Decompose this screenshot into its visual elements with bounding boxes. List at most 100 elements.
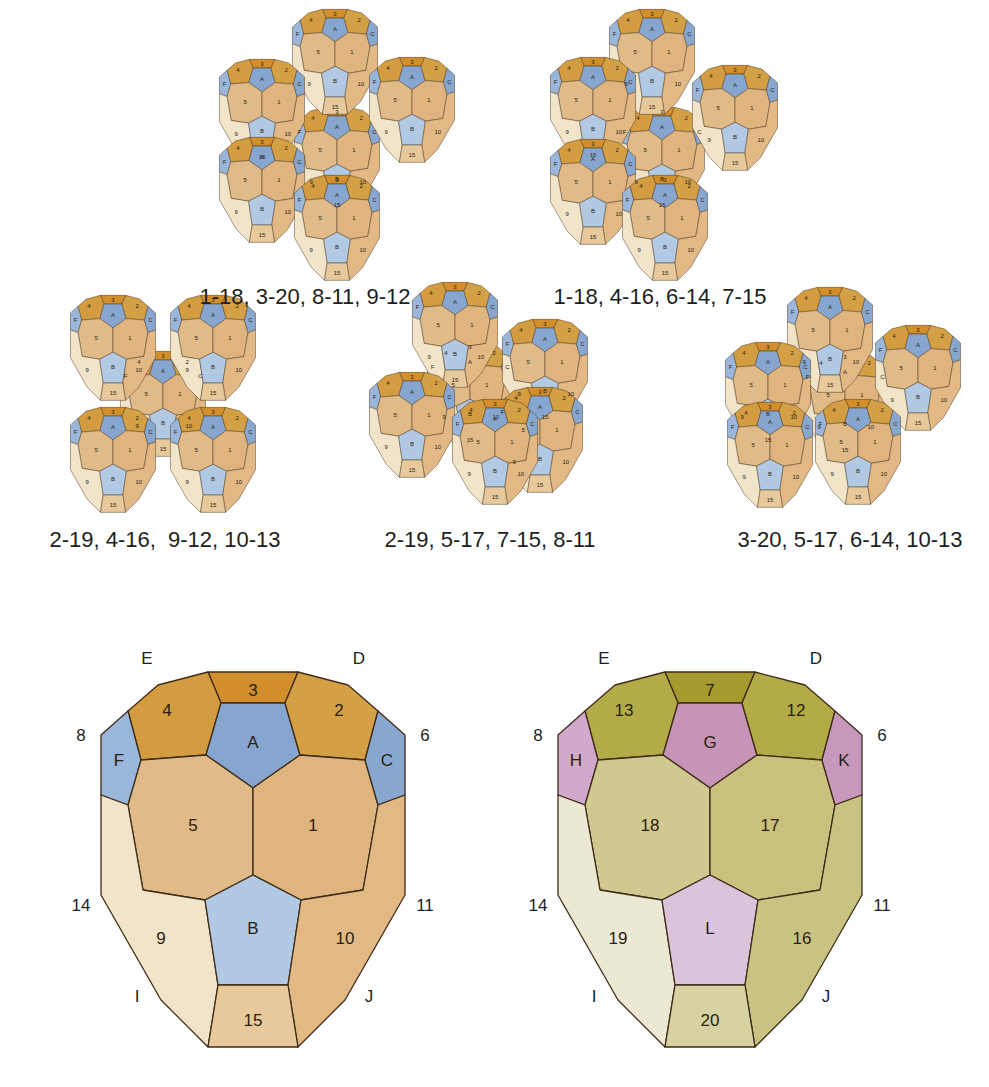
- vertex-label: 8: [533, 727, 542, 744]
- vertex-label: 11: [873, 897, 891, 914]
- mini-face-label: 5: [195, 335, 198, 341]
- mini-face: [735, 89, 770, 130]
- mini-face-label: B: [768, 471, 772, 477]
- mini-face-label: B: [335, 244, 339, 250]
- mini-face-label: F: [731, 424, 735, 430]
- mini-face: [576, 330, 587, 356]
- mini-face-label: F: [879, 347, 883, 353]
- mini-face: [460, 423, 495, 464]
- mini-face-label: C: [580, 341, 584, 347]
- mini-face: [722, 153, 747, 170]
- mini-face: [100, 495, 125, 512]
- mini-face: [422, 92, 455, 163]
- mini-face-label: 2: [880, 407, 883, 413]
- mini-face-label: A: [260, 154, 264, 160]
- mini-face-label: 5: [827, 392, 830, 398]
- face-cell: K: [820, 709, 864, 807]
- mini-face-label: 9: [235, 209, 238, 215]
- mini-face-label: 5: [437, 322, 440, 328]
- mini-face: [700, 89, 735, 130]
- mini-face-label: C: [575, 409, 579, 415]
- mini-face-label: 3: [543, 321, 546, 327]
- face-cell: 10: [286, 793, 407, 1049]
- mini-face-label: 9: [385, 444, 388, 450]
- mini-face: [571, 398, 582, 424]
- face-shape: [128, 672, 221, 760]
- mini-face-label: 4: [514, 395, 517, 401]
- mini-face: [733, 342, 759, 367]
- mini-face-label: 3: [650, 11, 653, 17]
- face-cell: 12: [740, 670, 837, 762]
- mini-face: [722, 65, 747, 74]
- mini-face-label: 1: [277, 99, 280, 105]
- mini-face: [482, 487, 507, 504]
- mini-face-label: A: [468, 359, 472, 365]
- mini-face-label: 4: [744, 410, 747, 416]
- face-cell: 1: [251, 753, 380, 902]
- mini-face-label: 2: [562, 395, 565, 401]
- mini-face-label: C: [697, 129, 701, 135]
- mini-face-label: F: [298, 129, 302, 135]
- mini-face-label: F: [791, 309, 795, 315]
- mini-face-label: C: [687, 31, 691, 37]
- mini-face-label: B: [843, 421, 847, 427]
- mini-face: [213, 431, 248, 472]
- mini-face-label: 15: [659, 202, 666, 208]
- mini-face: [652, 33, 687, 74]
- mini-face: [905, 413, 930, 430]
- mini-face-label: 1: [677, 147, 680, 153]
- mini-face: [244, 306, 255, 332]
- mini-face-label: A: [591, 74, 595, 80]
- mini-face-label: 1: [350, 49, 353, 55]
- mini-face-label: A: [335, 124, 339, 130]
- mini-face-label: C: [372, 129, 376, 135]
- mini-face: [755, 342, 780, 351]
- mini-face-label: 15: [467, 437, 474, 443]
- mini-face-label: 4: [137, 359, 140, 365]
- mini-face-label: 2: [359, 183, 362, 189]
- mini-face-label: A: [650, 26, 654, 32]
- mini-face-label: 15: [409, 467, 416, 473]
- mini-face-label: 9: [136, 423, 139, 429]
- mini-face-label: 1: [128, 335, 131, 341]
- mini-face-label: 5: [244, 177, 247, 183]
- face-cell: B: [203, 873, 303, 987]
- mini-face: [735, 402, 761, 427]
- mini-face-label: 3: [453, 284, 456, 290]
- face-shape: [742, 672, 835, 760]
- face-label: 1: [308, 817, 317, 834]
- mini-face: [369, 92, 402, 163]
- mini-face: [324, 232, 351, 263]
- mini-face-label: 10: [615, 129, 622, 135]
- mini-face-label: 9: [638, 247, 641, 253]
- vertex-label: 14: [529, 897, 548, 914]
- mini-face-label: 4: [832, 407, 835, 413]
- mini-face-label: A: [493, 416, 497, 422]
- mini-face-label: 5: [95, 335, 98, 341]
- mini-face-label: F: [613, 31, 617, 37]
- mini-face: [777, 342, 803, 367]
- mini-face-label: C: [490, 304, 494, 310]
- mini-face-label: A: [768, 419, 772, 425]
- mini-face: [550, 422, 583, 493]
- mini-face-label: A: [211, 312, 215, 318]
- mini-face-label: 4: [236, 67, 239, 73]
- mini-face-label: 10: [880, 471, 887, 477]
- mini-face-label: 2: [940, 333, 943, 339]
- mini-face: [770, 426, 805, 467]
- face-shape: [585, 672, 678, 760]
- mini-face-label: 5: [900, 365, 903, 371]
- mini-face-label: 9: [708, 137, 711, 143]
- mini-face-label: 9: [891, 397, 894, 403]
- pairing-caption: 2-19, 5-17, 7-15, 8-11: [384, 529, 595, 551]
- mini-face-label: 1: [667, 49, 670, 55]
- mini-face-label: 4: [386, 65, 389, 71]
- mini-face-label: A: [453, 299, 457, 305]
- face-label: 3: [248, 682, 257, 699]
- mini-face-label: 15: [827, 382, 834, 388]
- mini-face-label: 3: [493, 401, 496, 407]
- mini-face-label: 5: [244, 99, 247, 105]
- mini-face: [845, 487, 870, 504]
- mini-face-label: A: [591, 156, 595, 162]
- mini-face: [817, 375, 842, 392]
